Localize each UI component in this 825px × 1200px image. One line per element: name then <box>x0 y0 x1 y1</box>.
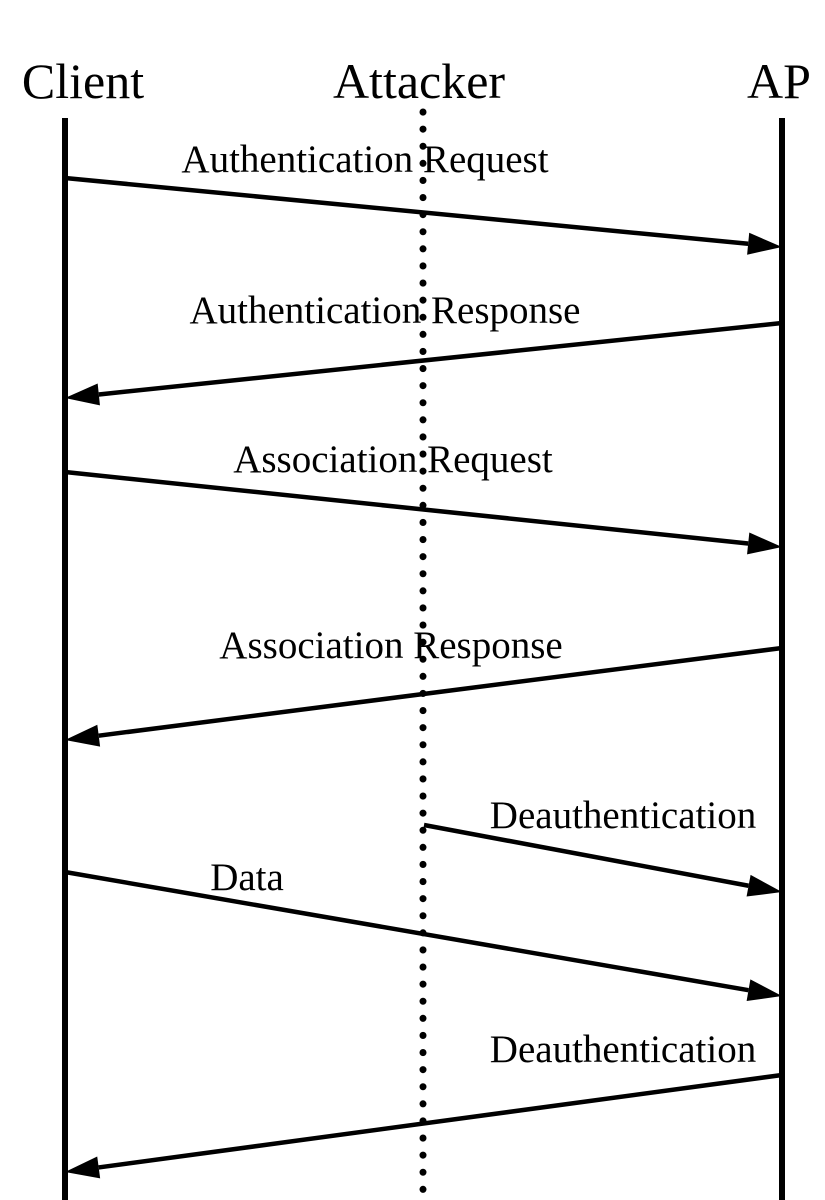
message-arrow-7 <box>65 1072 783 1179</box>
message-arrow-5 <box>423 822 782 897</box>
message-label-6: Data <box>210 856 284 899</box>
message-arrows <box>64 175 783 1179</box>
message-line <box>98 645 783 738</box>
message-line <box>98 1072 783 1170</box>
message-label-1: Authentication Request <box>181 138 548 181</box>
message-label-2: Authentication Response <box>189 289 580 332</box>
message-label-3: Association Request <box>233 438 553 481</box>
message-arrow-1 <box>64 175 782 255</box>
message-arrowhead <box>747 232 782 255</box>
message-label-7: Deauthentication <box>490 1028 756 1071</box>
actor-label-client: Client <box>22 53 144 109</box>
message-arrowhead <box>65 383 100 406</box>
message-arrow-6 <box>64 869 782 1002</box>
message-arrowhead <box>746 979 782 1002</box>
message-line <box>64 469 749 546</box>
message-arrow-4 <box>65 645 783 747</box>
message-line <box>98 320 783 397</box>
message-line <box>64 175 749 246</box>
actor-label-attacker: Attacker <box>333 53 505 109</box>
actor-headers: Client Attacker AP <box>22 53 811 109</box>
message-arrowhead <box>65 1156 101 1179</box>
message-line <box>64 869 749 993</box>
message-arrowhead <box>65 724 101 747</box>
message-arrowhead <box>746 874 782 897</box>
actor-label-ap: AP <box>747 53 811 109</box>
lifelines <box>62 108 785 1200</box>
message-arrow-3 <box>64 469 782 555</box>
message-label-4: Association Response <box>219 624 562 667</box>
message-arrowhead <box>747 532 782 555</box>
message-label-5: Deauthentication <box>490 794 756 837</box>
message-arrow-2 <box>65 320 783 406</box>
message-line <box>423 822 749 888</box>
